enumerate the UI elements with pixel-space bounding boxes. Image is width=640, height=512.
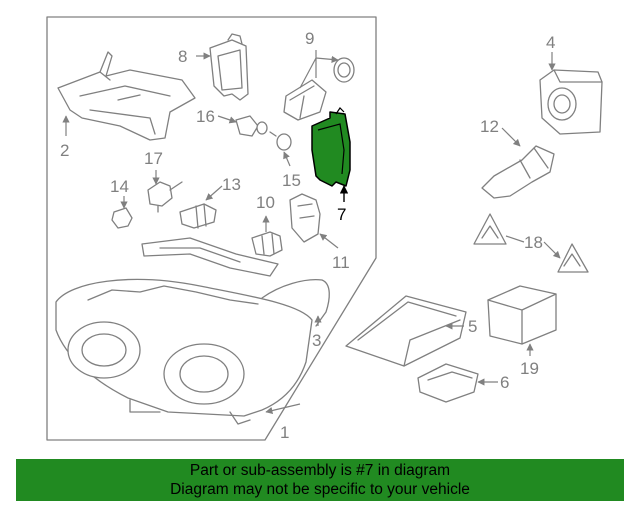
callout-13: 13 bbox=[222, 175, 241, 194]
callout-9: 9 bbox=[305, 29, 314, 48]
part-17-bulb bbox=[147, 181, 183, 213]
callout-7: 7 bbox=[337, 205, 346, 224]
part-11-bracket bbox=[289, 193, 321, 243]
callout-3: 3 bbox=[312, 331, 321, 350]
part-5-ballast bbox=[345, 295, 467, 367]
part-14-bulb bbox=[111, 207, 133, 229]
callout-10: 10 bbox=[256, 193, 275, 212]
callout-17: 17 bbox=[144, 149, 163, 168]
part-15-lamp bbox=[269, 131, 292, 151]
part-19-box bbox=[487, 285, 557, 345]
assembly-outline bbox=[46, 16, 377, 441]
callout-11: 11 bbox=[332, 253, 350, 272]
callout-16: 16 bbox=[196, 107, 215, 126]
part-2-bracket bbox=[57, 51, 196, 141]
part-4-module bbox=[539, 69, 603, 135]
banner-line-1: Part or sub-assembly is #7 in diagram bbox=[189, 462, 451, 479]
callout-15: 15 bbox=[282, 171, 301, 190]
part-6-igniter bbox=[417, 363, 479, 403]
callout-14: 14 bbox=[110, 177, 129, 196]
callout-18: 18 bbox=[524, 233, 543, 252]
part-8-cover bbox=[209, 33, 249, 101]
callout-19: 19 bbox=[520, 359, 539, 378]
part-1-headlamp bbox=[55, 278, 313, 425]
info-banner: Part or sub-assembly is #7 in diagram Di… bbox=[16, 459, 624, 501]
mounting-rail bbox=[141, 237, 279, 277]
callout-2: 2 bbox=[60, 141, 69, 160]
callout-8: 8 bbox=[178, 47, 187, 66]
callout-6: 6 bbox=[500, 373, 509, 392]
banner-line-2: Diagram may not be specific to your vehi… bbox=[170, 481, 470, 498]
leader-lines bbox=[62, 50, 560, 415]
callout-12: 12 bbox=[480, 117, 499, 136]
part-16-bulb bbox=[235, 115, 268, 137]
callout-labels: 1 2 3 4 5 6 7 8 9 10 11 12 13 14 15 16 1… bbox=[60, 29, 555, 442]
callout-5: 5 bbox=[468, 317, 477, 336]
callout-1: 1 bbox=[280, 423, 289, 442]
part-3-wire bbox=[261, 279, 330, 327]
part-13-bulb bbox=[179, 203, 217, 229]
part-10-socket bbox=[251, 231, 283, 257]
callout-4: 4 bbox=[546, 33, 555, 52]
part-12-bulb bbox=[481, 145, 555, 199]
part-7-highlighted bbox=[311, 107, 351, 187]
